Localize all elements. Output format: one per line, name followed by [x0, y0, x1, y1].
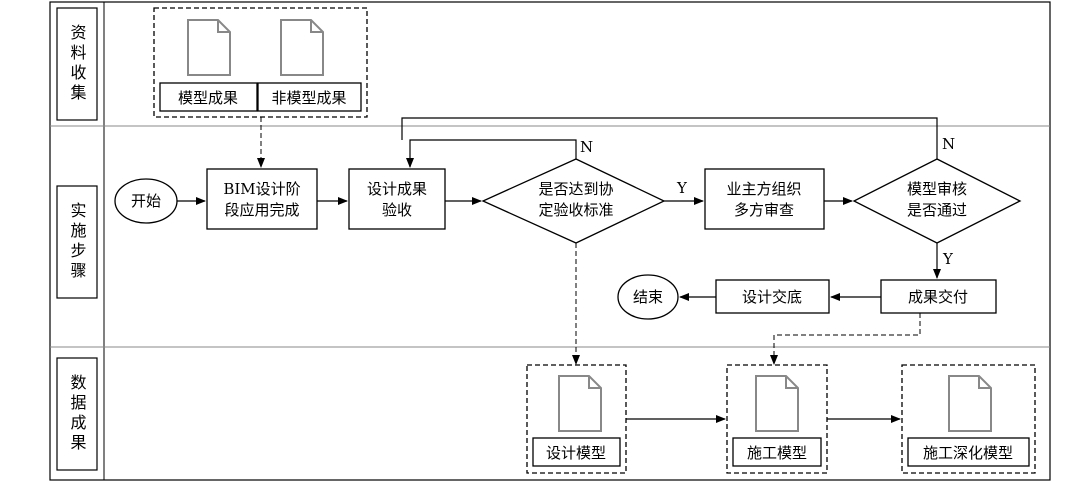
document-icon [280, 19, 324, 76]
design-accept-label-line2: 验收 [382, 201, 412, 219]
dashed-connector [770, 313, 921, 365]
design-accept-node [348, 168, 446, 230]
document-icon [948, 375, 992, 432]
document-icon [558, 375, 602, 432]
meets-standard-label-line2: 定验收标准 [538, 201, 613, 219]
end-label: 结束 [633, 288, 663, 306]
detailed-model-group [901, 364, 1036, 474]
construction-model-label: 施工模型 [747, 444, 807, 462]
construction-model-box [732, 437, 822, 467]
document-icon [187, 19, 231, 76]
lane-label-box-results [56, 357, 98, 471]
design-model-label: 设计模型 [546, 444, 606, 462]
handover-label: 设计交底 [742, 288, 802, 306]
owner-review-label-line2: 多方审查 [734, 201, 794, 219]
bim-stage-label-line2: 段应用完成 [224, 201, 299, 219]
deliver-label: 成果交付 [908, 288, 968, 306]
lane-label-results: 数据成果 [68, 374, 87, 454]
feedback-loop-n [401, 117, 938, 159]
detailed-model-box [907, 437, 1030, 467]
bim-stage-label-line1: BIM设计阶 [223, 180, 300, 198]
non-model-result-label: 非模型成果 [271, 89, 346, 107]
lane-label-box-collect [56, 7, 98, 121]
design-model-box [532, 437, 621, 467]
yes-label: Y [942, 250, 954, 268]
end-node [617, 274, 679, 320]
yes-label: Y [676, 179, 688, 197]
outer-frame [49, 1, 1051, 481]
model-review-label-line2: 是否通过 [907, 201, 967, 219]
feedback-loop-n [406, 139, 577, 168]
design-accept-label-line1: 设计成果 [367, 180, 427, 198]
model-result-box [159, 82, 258, 112]
owner-review-node [704, 168, 825, 230]
non-model-result-box [257, 82, 362, 112]
start-label: 开始 [131, 192, 161, 210]
bim-stage-node [206, 168, 318, 230]
model-result-label: 模型成果 [178, 89, 238, 107]
lane-label-collect: 资料收集 [68, 24, 87, 104]
document-icon [755, 375, 799, 432]
no-label: N [580, 138, 593, 156]
lane-label-implement: 实施步骤 [68, 202, 87, 282]
meets-standard-label-line1: 是否达到协 [538, 180, 613, 198]
owner-review-label-line1: 业主方组织 [726, 180, 801, 198]
handover-node [715, 279, 830, 314]
no-label: N [942, 135, 955, 153]
lane-label-box-implement [56, 185, 98, 299]
model-review-label-line1: 模型审核 [907, 180, 967, 198]
detailed-model-label: 施工深化模型 [923, 444, 1013, 462]
deliver-node [880, 279, 997, 314]
